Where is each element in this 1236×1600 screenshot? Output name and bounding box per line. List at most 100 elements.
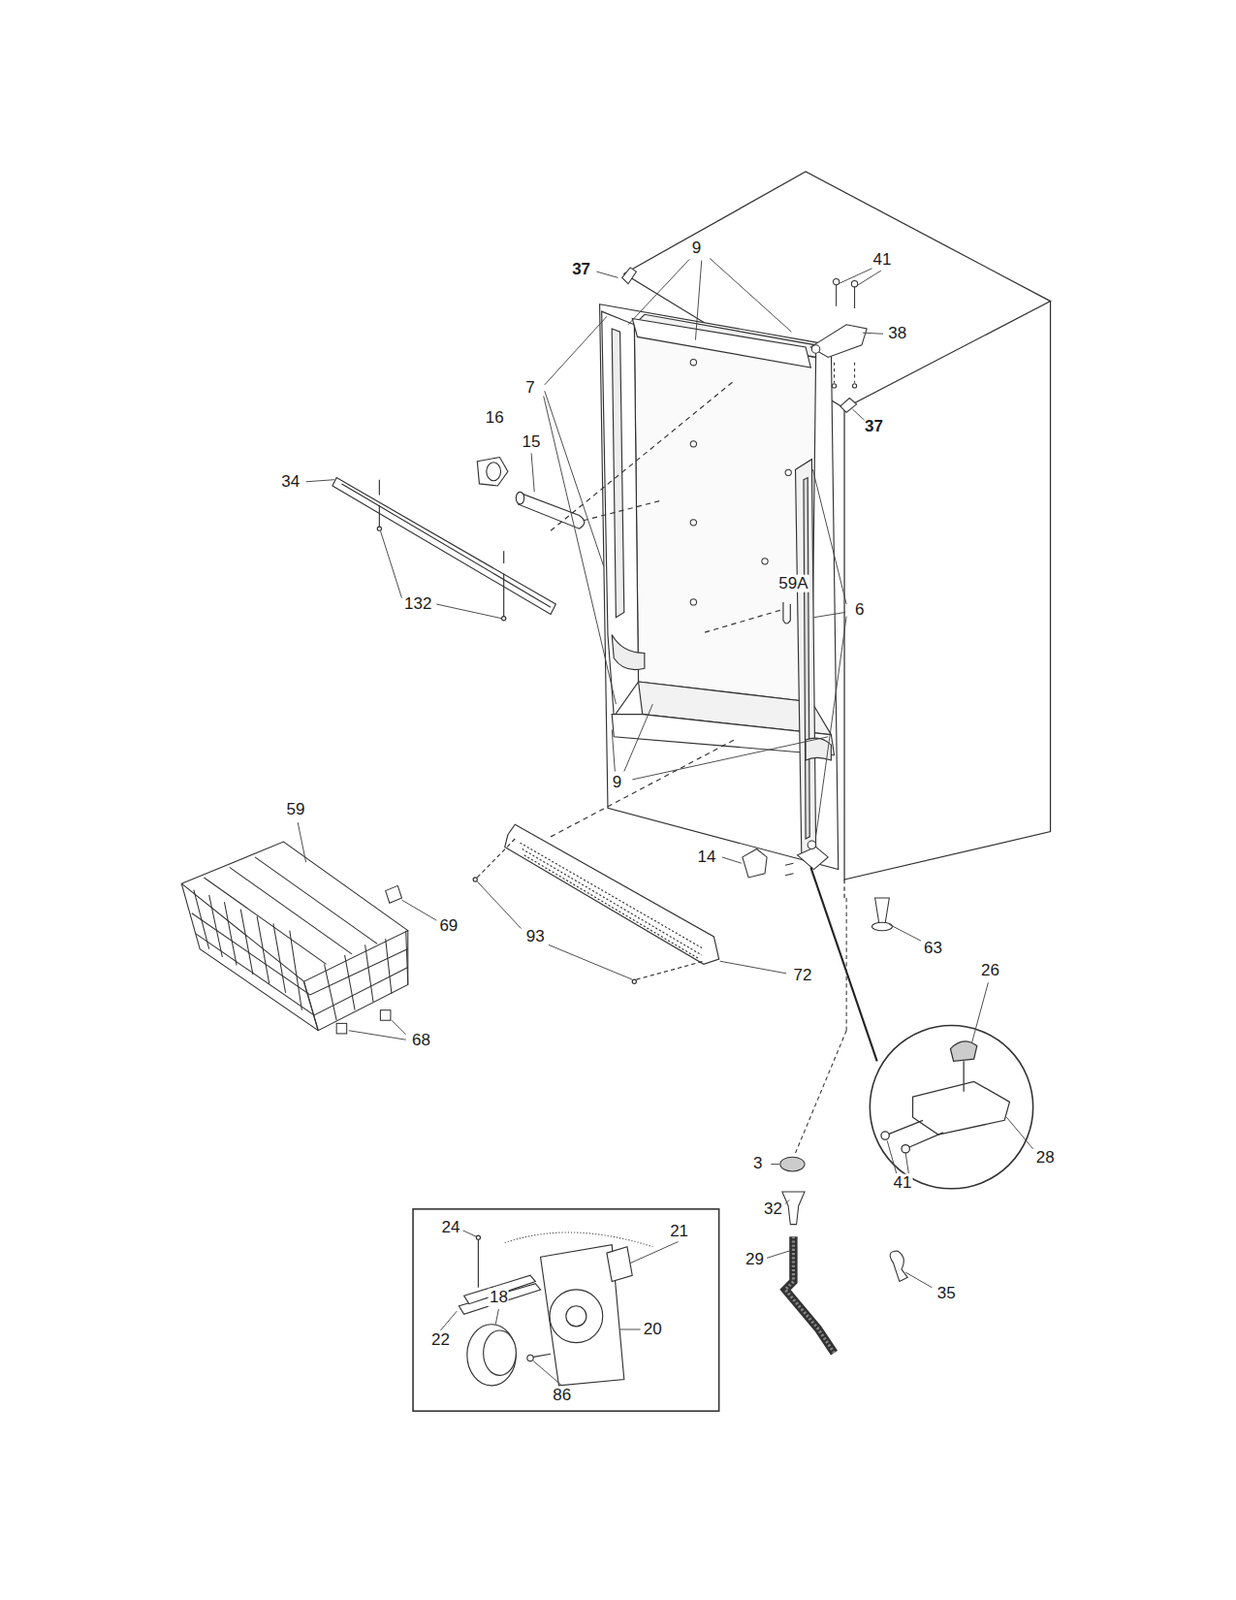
detail-circle [913, 1080, 1011, 1135]
grille [473, 739, 734, 983]
callout-number: 22 [430, 1331, 451, 1350]
leader-line [596, 271, 618, 278]
switch-and-bracket [871, 921, 892, 930]
door-frame [633, 324, 816, 702]
callout-number: 7 [524, 378, 536, 397]
door-frame [611, 634, 645, 670]
control-inset [533, 1353, 551, 1357]
light-parts [583, 500, 664, 521]
callout-number: 9 [691, 238, 702, 257]
liner-holes [690, 359, 792, 606]
detail-circle [962, 1060, 964, 1092]
leader-line [611, 703, 828, 780]
light-parts [783, 602, 791, 624]
control-inset [412, 1208, 720, 1411]
door-frame [600, 304, 839, 870]
detail-circle [869, 1024, 1033, 1188]
detail-circle [881, 1131, 889, 1140]
grille [632, 979, 636, 983]
callout-number: 37 [863, 416, 885, 436]
callout-number: 35 [936, 1284, 957, 1303]
switch-and-bracket [797, 846, 829, 869]
callout-number: 59A [777, 573, 809, 593]
liner-holes [761, 558, 768, 565]
basket [181, 883, 409, 1030]
callout-number: 6 [854, 601, 865, 620]
switch-and-bracket [875, 897, 890, 923]
drain-parts [889, 1250, 908, 1282]
detail-circle [869, 1024, 1033, 1188]
basket [181, 841, 409, 1034]
hinge [854, 285, 856, 309]
light-parts [341, 483, 551, 607]
basket [193, 889, 409, 1031]
callout-number: 38 [887, 324, 908, 344]
leader-line [766, 1250, 790, 1258]
liner-holes [690, 359, 697, 366]
liner-holes [690, 519, 697, 526]
light-parts [503, 550, 505, 564]
switch-and-bracket [785, 873, 793, 876]
leader-line [306, 479, 335, 482]
control-inset [606, 1246, 633, 1282]
hinge [854, 362, 856, 383]
grille [505, 824, 720, 964]
drain-parts [785, 1236, 834, 1353]
leader-line [495, 1308, 499, 1325]
callout-number: 24 [441, 1217, 462, 1236]
hinge [833, 362, 835, 383]
callout-number: 37 [570, 259, 592, 279]
control-inset [477, 1238, 479, 1287]
basket [203, 856, 378, 964]
callout-number: 86 [551, 1386, 572, 1405]
liner-holes [785, 469, 792, 476]
control-inset [467, 1324, 516, 1386]
light-parts [502, 616, 507, 621]
light-parts [377, 526, 381, 531]
leader-line [543, 316, 617, 704]
switch-and-bracket [807, 840, 816, 849]
leader-line [401, 899, 437, 920]
leader-line [463, 1230, 477, 1236]
grille [550, 739, 734, 837]
callout-number: 93 [525, 926, 546, 946]
detail-circle [950, 1041, 977, 1061]
leader-line [722, 856, 742, 863]
callout-number: 68 [411, 1031, 432, 1050]
grille [522, 848, 702, 954]
drain-parts [782, 1191, 805, 1225]
drain-parts [846, 897, 848, 1031]
callout-number: 32 [762, 1199, 784, 1218]
drain-parts [785, 1236, 834, 1353]
control-inset [412, 1208, 720, 1411]
leader-line [972, 982, 989, 1043]
callout-number: 21 [668, 1221, 690, 1240]
callout-number: 41 [871, 251, 892, 270]
detail-circle [887, 1119, 923, 1135]
callout-number: 41 [892, 1173, 914, 1193]
grille [524, 855, 700, 959]
light-parts [486, 462, 502, 481]
detail-circle [907, 1132, 944, 1148]
light-parts [503, 572, 505, 616]
callout-number: 69 [438, 917, 459, 936]
leader-line [838, 267, 882, 286]
leader-line [440, 1310, 457, 1331]
detail-circle [901, 1144, 910, 1153]
control-inset [475, 1235, 480, 1239]
hinge [811, 345, 820, 353]
callout-number: 26 [980, 961, 1001, 981]
hinge [622, 267, 637, 285]
light-parts [332, 477, 556, 615]
control-inset [483, 1330, 517, 1375]
drain-parts [780, 897, 908, 1353]
light-parts [379, 479, 381, 496]
drain-parts [780, 1156, 805, 1172]
door-frame [611, 328, 625, 618]
light-parts [703, 609, 781, 633]
basket [380, 1010, 391, 1021]
light-parts [550, 380, 734, 532]
grille [473, 877, 477, 882]
